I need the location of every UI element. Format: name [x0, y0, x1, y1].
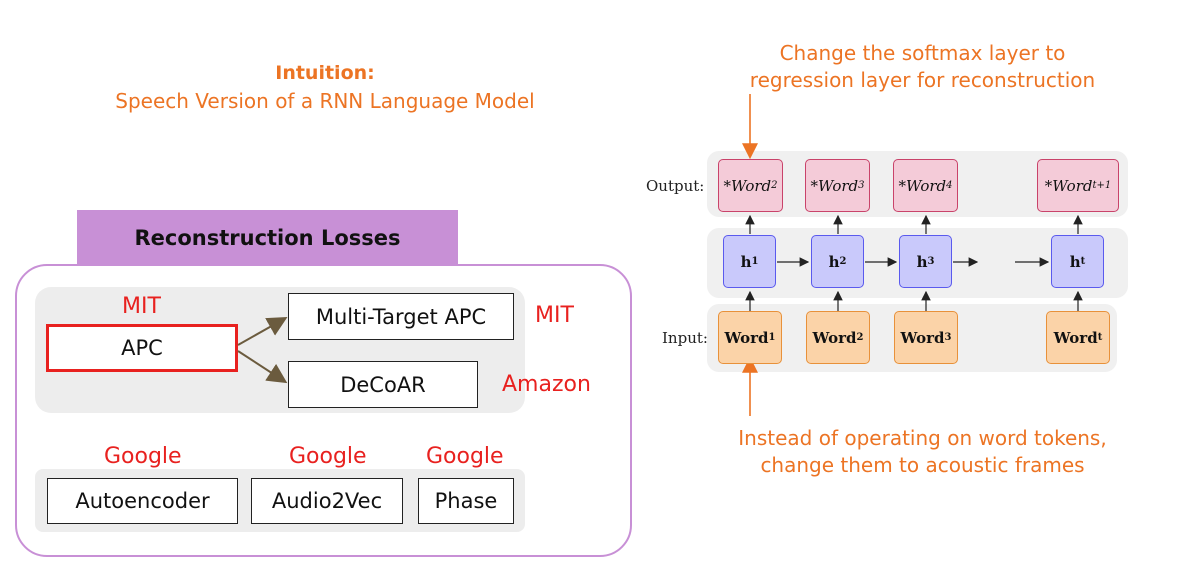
audio2vec-org-label: Google: [289, 444, 367, 469]
input-label: Input:: [662, 329, 708, 347]
audio2vec-box: Audio2Vec: [251, 478, 403, 524]
arrow-to-decoar: [237, 350, 288, 384]
losses-header: Reconstruction Losses: [77, 210, 458, 265]
apc-arrows: [237, 317, 288, 384]
decoar-org-label: Amazon: [502, 372, 591, 397]
autoencoder-box: Autoencoder: [47, 478, 238, 524]
acoustic-note-line2: change them to acoustic frames: [760, 453, 1085, 477]
acoustic-frames-note: Instead of operating on word tokens, cha…: [700, 425, 1145, 479]
multi-target-apc-box: Multi-Target APC: [288, 293, 514, 340]
intuition-subtitle: Speech Version of a RNN Language Model: [115, 89, 535, 113]
apc-box: APC: [46, 324, 238, 372]
softmax-note-line2: regression layer for reconstruction: [749, 68, 1096, 92]
phase-org-label: Google: [426, 444, 504, 469]
autoencoder-org-label: Google: [104, 444, 182, 469]
output-label: Output:: [646, 177, 705, 195]
apc-org-label: MIT: [122, 294, 161, 319]
decoar-box: DeCoAR: [288, 361, 478, 408]
arrow-to-multi-target-apc: [237, 317, 288, 346]
intuition-title: Intuition:: [275, 62, 375, 84]
softmax-note-line1: Change the softmax layer to: [779, 41, 1066, 65]
losses-container: [15, 264, 632, 557]
rnn-connections: [742, 94, 1083, 416]
softmax-note: Change the softmax layer to regression l…: [700, 40, 1145, 94]
phase-box: Phase: [418, 478, 514, 524]
acoustic-note-line1: Instead of operating on word tokens,: [738, 426, 1107, 450]
multi-target-apc-org-label: MIT: [535, 303, 574, 328]
